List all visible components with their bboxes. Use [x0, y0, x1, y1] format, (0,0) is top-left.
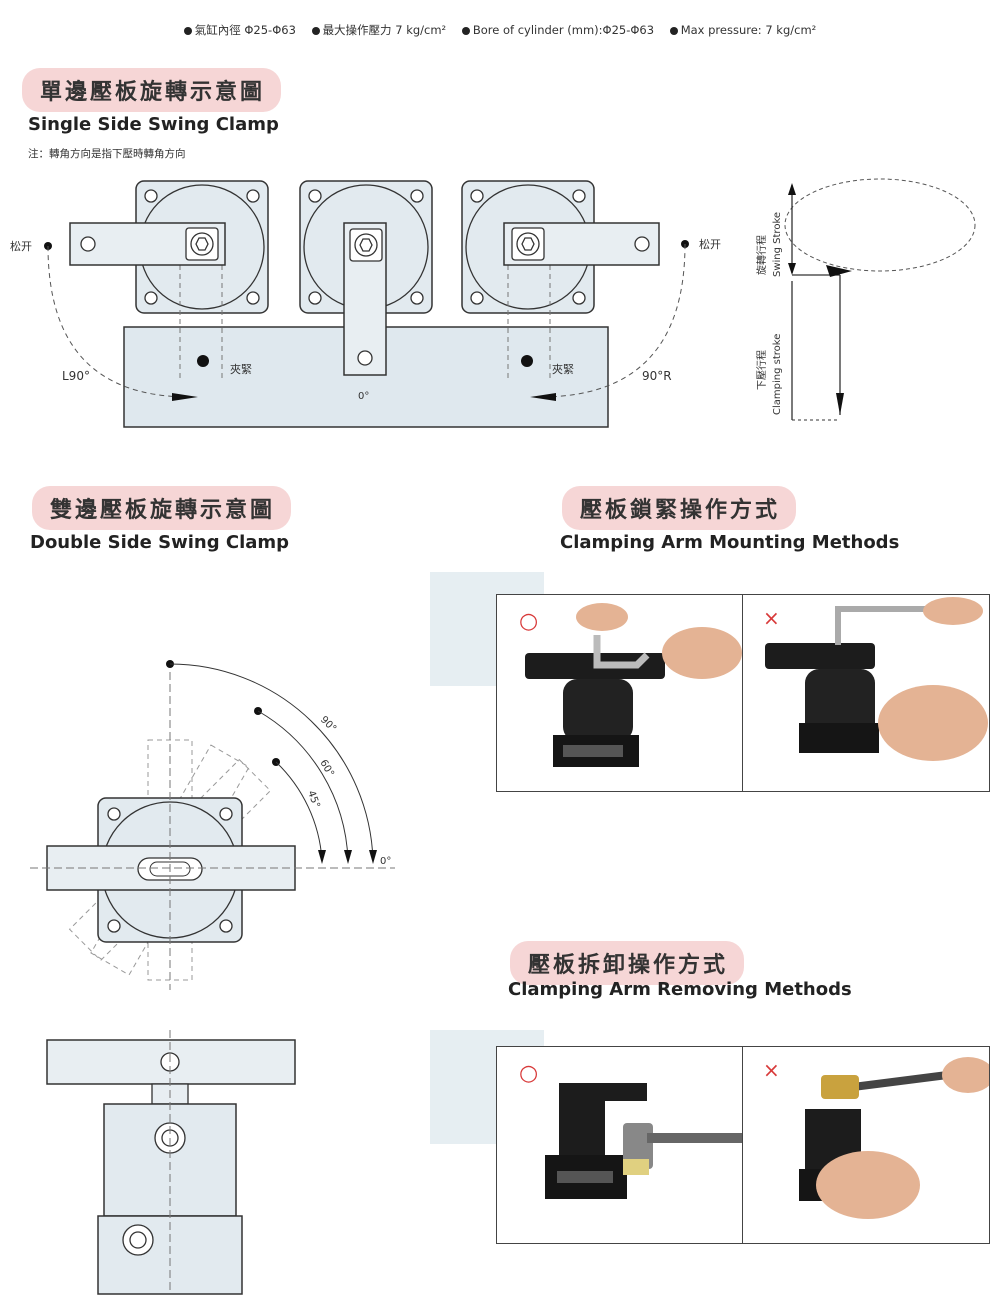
- double-title-cn: 雙邊壓板旋轉示意圖: [32, 486, 292, 530]
- removing-correct-photo: ○: [496, 1046, 744, 1244]
- clamp-label-right: 夾緊: [552, 363, 574, 376]
- angle-0-label: 0°: [380, 856, 391, 867]
- swing-stroke-en: Swing Stroke: [772, 212, 783, 277]
- removing-title-en: Clamping Arm Removing Methods: [508, 979, 852, 1000]
- mounting-wrong-photo: ×: [742, 594, 990, 792]
- single-swing-diagram: 松开 松开 夾緊 夾緊 L90° 0° 90°R 旋轉行程 Swing Stro…: [10, 178, 976, 428]
- single-title-cn: 單邊壓板旋轉示意圖: [22, 68, 282, 112]
- bullet-icon: [669, 26, 678, 35]
- spec-cn-bore: 氣缸內徑 Φ25-Φ63: [194, 23, 296, 37]
- single-note: 注：轉角方向是指下壓時轉角方向: [28, 148, 186, 160]
- angle-label-left: L90°: [62, 369, 90, 383]
- clamp-stroke-en: Clamping stroke: [772, 334, 783, 415]
- clamp-point-left: [197, 355, 209, 367]
- mounting-title-cn: 壓板鎖緊操作方式: [562, 486, 797, 530]
- spec-en-bore: Bore of cylinder (mm):Φ25-Φ63: [472, 23, 655, 37]
- cylinder-base: [97, 1215, 243, 1295]
- wrong-mark-icon: ×: [763, 606, 780, 630]
- angle-label-zero: 0°: [358, 391, 369, 402]
- double-swing-diagram: 90° 60° 45° 0°: [30, 660, 395, 1295]
- swing-stroke-cn: 旋轉行程: [755, 235, 768, 275]
- removing-wrong-photo: ×: [742, 1046, 990, 1244]
- release-label-left: 松开: [10, 239, 32, 253]
- double-title-en: Double Side Swing Clamp: [30, 532, 290, 553]
- mounting-title-en: Clamping Arm Mounting Methods: [560, 532, 900, 553]
- spec-en-pressure: Max pressure: 7 kg/cm²: [680, 23, 817, 37]
- correct-mark-icon: ○: [519, 1061, 538, 1086]
- single-title-en: Single Side Swing Clamp: [28, 114, 279, 135]
- bullet-icon: [311, 26, 320, 35]
- mounting-correct-photo: ○: [496, 594, 744, 792]
- clamp-label-left: 夾緊: [230, 363, 252, 376]
- wrong-mark-icon: ×: [763, 1058, 780, 1082]
- angle-label-right: 90°R: [642, 369, 672, 383]
- bullet-icon: [461, 26, 470, 35]
- release-label-right: 松开: [699, 237, 721, 251]
- correct-mark-icon: ○: [519, 609, 538, 634]
- spec-cn-pressure: 最大操作壓力 7 kg/cm²: [322, 23, 447, 37]
- clamp-point-right: [521, 355, 533, 367]
- spec-line: 氣缸內徑 Φ25-Φ63 最大操作壓力 7 kg/cm² Bore of cyl…: [0, 22, 1000, 38]
- bullet-icon: [183, 26, 192, 35]
- angle-60-label: 60°: [317, 758, 335, 779]
- removing-title-cn: 壓板拆卸操作方式: [510, 941, 745, 985]
- clamp-stroke-cn: 下壓行程: [755, 350, 768, 390]
